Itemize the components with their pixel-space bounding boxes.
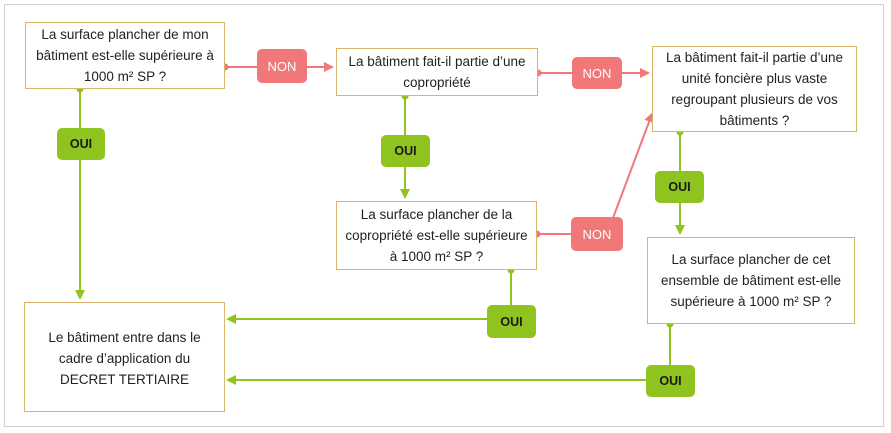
yes-tag-q1: OUI <box>57 128 105 160</box>
question-unite-fonciere-text: La bâtiment fait-il partie d’une unité f… <box>665 50 844 128</box>
yes-connector-q1-result <box>75 85 85 300</box>
result-decret-tertiaire: Le bâtiment entre dans le cadre d’applic… <box>24 302 225 412</box>
no-tag-q1: NON <box>257 49 307 83</box>
yes-connector-q4-result <box>226 266 515 324</box>
yes-tag-q5: OUI <box>646 365 695 397</box>
result-line-2: cadre d’application du <box>58 351 191 366</box>
yes-tag-q4: OUI <box>487 305 536 338</box>
no-tag-q2: NON <box>572 57 622 89</box>
yes-tag-q3: OUI <box>655 171 704 203</box>
no-tag-q2-text: NON <box>582 65 612 81</box>
question-surface-copropriete: La surface plancher de la copropriété es… <box>336 201 537 270</box>
no-tag-q4-text: NON <box>582 226 612 242</box>
yes-tag-q2-text: OUI <box>394 144 417 158</box>
yes-tag-q5-text: OUI <box>659 374 682 388</box>
yes-tag-q4-text: OUI <box>500 314 523 329</box>
yes-tag-q1-text: OUI <box>69 137 93 151</box>
question-surface-ensemble-text: La surface plancher de cet ensemble de b… <box>660 252 842 309</box>
yes-tag-q3-text: OUI <box>668 180 691 194</box>
question-copropriete-text: La bâtiment fait-il partie d’une copropr… <box>348 54 526 90</box>
result-line-3: DECRET TERTIAIRE <box>59 372 189 387</box>
question-surface-copropriete-text: La surface plancher de la copropriété es… <box>345 207 528 264</box>
question-surface-ensemble: La surface plancher de cet ensemble de b… <box>647 237 855 324</box>
no-tag-q1-text: NON <box>267 58 297 74</box>
question-copropriete: La bâtiment fait-il partie d’une copropr… <box>336 48 538 96</box>
yes-connector-q5-result <box>226 320 674 385</box>
yes-tag-q2: OUI <box>381 135 430 167</box>
question-unite-fonciere: La bâtiment fait-il partie d’une unité f… <box>652 46 857 132</box>
no-tag-q4: NON <box>571 217 623 251</box>
question-surface-batiment: La surface plancher de mon bâtiment est-… <box>25 22 225 89</box>
question-surface-batiment-text: La surface plancher de mon bâtiment est-… <box>36 27 214 84</box>
result-line-1: Le bâtiment entre dans le <box>48 330 201 345</box>
